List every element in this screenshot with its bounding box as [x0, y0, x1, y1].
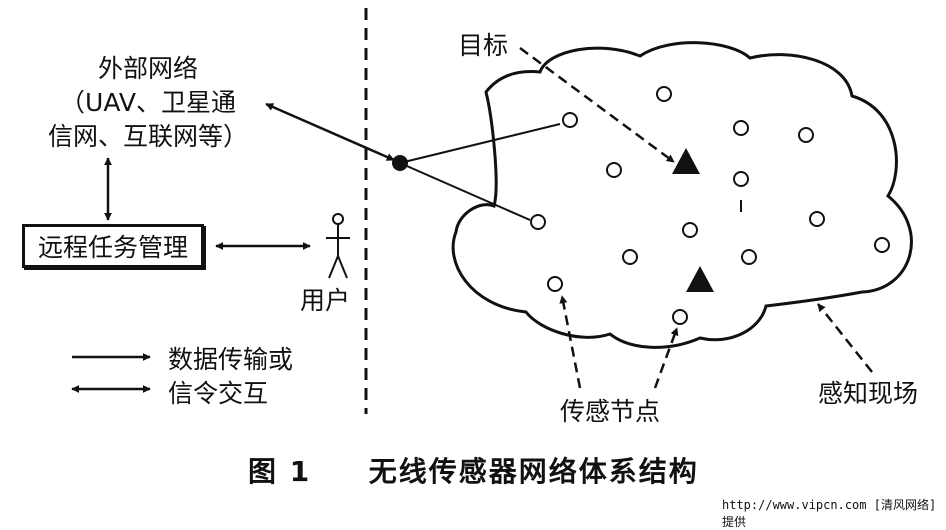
sensor-nodes: [530, 86, 890, 325]
target-triangle-icon: [686, 266, 714, 292]
watermark: http://www.vipcn.com [清风网络]提供: [722, 498, 937, 529]
sensing-field-label: 感知现场: [818, 379, 919, 408]
sensor-node-icon: [622, 249, 638, 265]
sensor-node-icon: [547, 276, 563, 292]
sensor-node-icon: [809, 211, 825, 227]
sensor-node-icon: [562, 112, 578, 128]
sensor-node-icon: [530, 214, 546, 230]
user-label: 用户: [300, 286, 351, 315]
link-sink-to-node-lower: [399, 162, 531, 221]
sensor-node-icon: [733, 120, 749, 136]
diagram-graphics: [71, 8, 913, 414]
sink-node-icon: [392, 155, 408, 171]
figure-caption: 图 1 无线传感器网络体系结构: [248, 450, 699, 490]
legend-one-way-label: 数据传输或: [168, 345, 294, 374]
external-network-line3: 信网、互联网等）: [47, 122, 248, 151]
sensor-node-icon: [606, 162, 622, 178]
arrow-field-label: [817, 303, 873, 373]
figure-title: 无线传感器网络体系结构: [368, 455, 699, 488]
sensor-nodes-label: 传感节点: [560, 397, 661, 426]
sensor-node-icon: [741, 249, 757, 265]
remote-task-mgmt-box: 远程任务管理: [22, 224, 204, 268]
external-network-line1: 外部网络: [97, 54, 198, 83]
arrow-sensor-label-right: [653, 327, 679, 389]
sensor-node-icon: [874, 237, 890, 253]
arrow-external-sink: [265, 102, 395, 162]
sensor-node-icon: [798, 127, 814, 143]
sensor-node-icon: [656, 86, 672, 102]
sensor-node-icon: [682, 222, 698, 238]
stick-figure-user-icon: [326, 213, 350, 279]
target-triangle-icon: [672, 148, 700, 174]
link-sink-to-node-upper: [399, 123, 561, 164]
sensing-field-cloud: [451, 41, 913, 349]
sensor-node-icon: [672, 309, 688, 325]
target-label: 目标: [458, 31, 509, 60]
external-network-label: 外部网络 （UAV、卫星通 信网、互联网等）: [38, 52, 258, 154]
sensor-node-icon: [733, 171, 749, 187]
figure-number: 图 1: [248, 455, 312, 488]
arrow-sensor-label-left: [559, 295, 582, 389]
legend-two-way-label: 信令交互: [168, 379, 269, 408]
diagram-canvas: 外部网络 （UAV、卫星通 信网、互联网等） 远程任务管理 用户 目标 传感节点…: [22, 8, 936, 529]
external-network-line2: （UAV、卫星通: [60, 88, 236, 117]
